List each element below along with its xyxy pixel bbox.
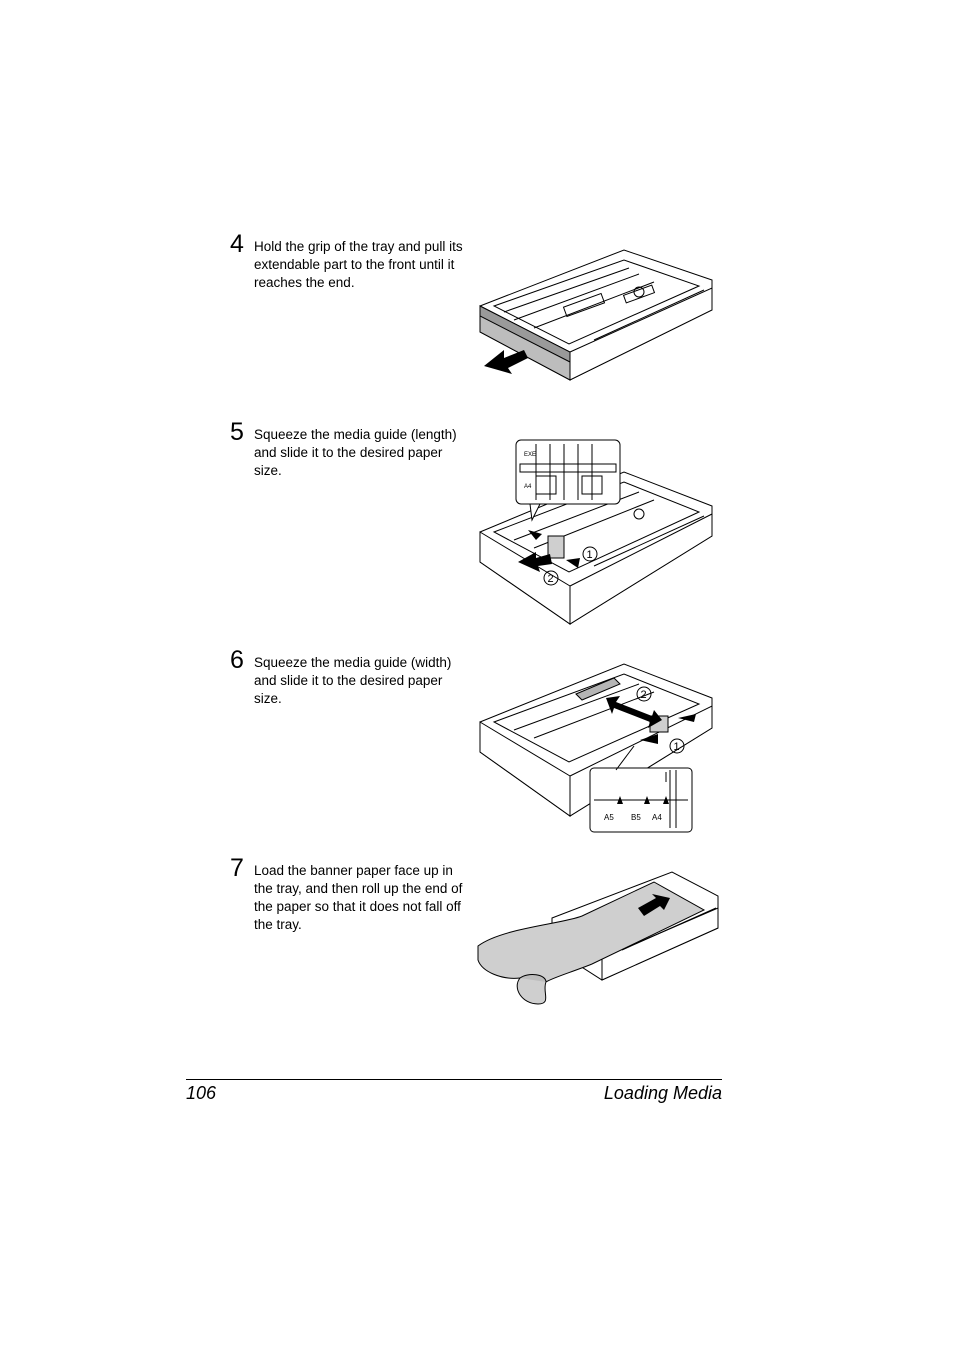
squeeze-arrow xyxy=(528,530,542,540)
step-number: 7 xyxy=(230,854,244,882)
callout-2: 2 xyxy=(641,689,647,701)
width-double-arrow xyxy=(606,696,662,728)
size-mark: A4 xyxy=(652,813,662,822)
step-text: Hold the grip of the tray and pull its e… xyxy=(254,239,463,290)
step-number: 5 xyxy=(230,418,244,446)
step-text: Load the banner paper face up in the tra… xyxy=(254,863,463,932)
step-number: 6 xyxy=(230,646,244,674)
size-mark: A5 xyxy=(604,813,614,822)
tray-extend-illustration xyxy=(479,249,713,381)
step-text: Squeeze the media guide (width) and slid… xyxy=(254,655,452,706)
step-number: 4 xyxy=(230,230,244,258)
slide-arrow xyxy=(518,552,552,572)
step-text: Squeeze the media guide (length) and sli… xyxy=(254,427,457,478)
squeeze-arrow xyxy=(566,558,580,568)
callout-2: 2 xyxy=(548,573,554,585)
pull-arrow xyxy=(484,350,528,374)
banner-paper-illustration xyxy=(477,871,719,1005)
callout-2-circle xyxy=(636,686,652,702)
size-mark: A4 xyxy=(524,484,532,490)
section-title: Loading Media xyxy=(603,1083,722,1103)
length-guide-illustration: EXE A4 1 2 xyxy=(479,439,713,625)
callout-1: 1 xyxy=(587,549,593,561)
callout-1-circle xyxy=(582,546,598,562)
page-number: 106 xyxy=(186,1083,217,1103)
insert-arrow xyxy=(638,894,670,916)
squeeze-arrow xyxy=(678,714,696,722)
size-mark: B5 xyxy=(631,813,641,822)
squeeze-arrow xyxy=(640,734,658,744)
callout-1-circle xyxy=(669,738,685,754)
width-guide-illustration: 2 1 A5 B5 A4 xyxy=(479,663,713,833)
callout-2-circle xyxy=(543,570,559,586)
footer-rule xyxy=(186,1079,722,1080)
callout-1: 1 xyxy=(674,741,680,753)
size-mark: EXE xyxy=(524,452,536,458)
